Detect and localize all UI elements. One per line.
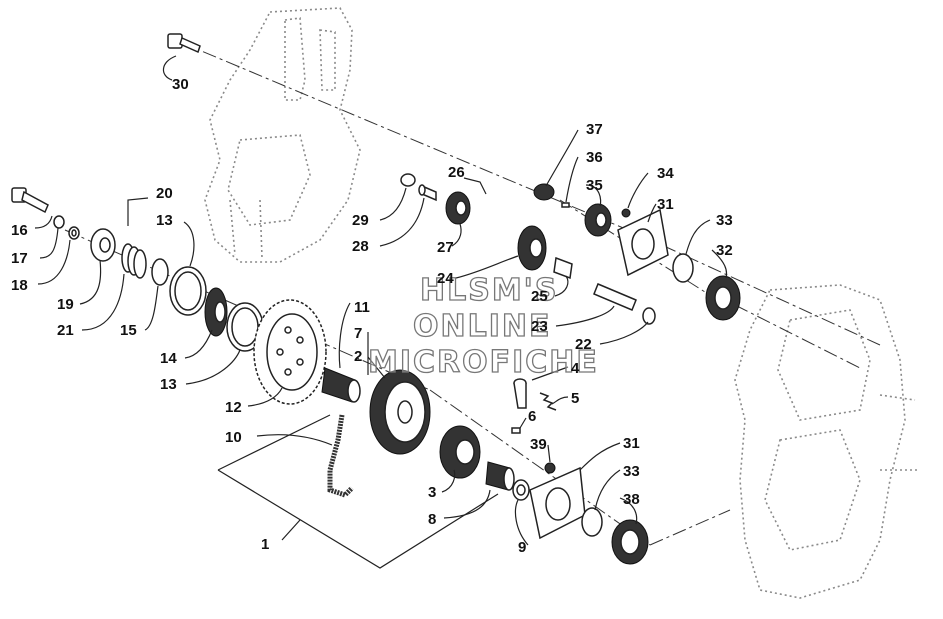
callout-1: 1 — [261, 536, 269, 553]
callout-15: 15 — [120, 322, 137, 339]
spacer-28 — [418, 184, 437, 202]
nut-39 — [544, 462, 556, 474]
callout-22: 22 — [575, 336, 592, 353]
callout-7: 7 — [354, 325, 362, 342]
watermark-line-1: HLSM'S — [420, 273, 558, 308]
callout-16: 16 — [11, 222, 28, 239]
lower-gearcase-housing — [734, 284, 918, 599]
spring-5 — [539, 392, 557, 411]
callout-20: 20 — [156, 185, 173, 202]
callout-27: 27 — [437, 239, 454, 256]
pin-6 — [511, 427, 521, 434]
callout-11: 11 — [354, 299, 370, 316]
collar-25 — [553, 256, 573, 280]
watermark: HLSM'S ONLINE MICROFICHE — [367, 272, 599, 380]
callout-35: 35 — [586, 177, 603, 194]
washer-9 — [512, 479, 530, 501]
gear-27 — [445, 191, 471, 225]
gear-3 — [439, 425, 481, 479]
cone-14 — [204, 287, 228, 337]
cap-37 — [533, 183, 555, 201]
callout-14: 14 — [160, 350, 177, 367]
flange-plate-31-lower — [529, 466, 586, 540]
pin-4 — [513, 378, 527, 409]
callout-21: 21 — [57, 322, 74, 339]
callout-33: 33 — [716, 212, 733, 229]
washer-17 — [53, 215, 65, 229]
pin-36 — [561, 202, 570, 208]
callout-19: 19 — [57, 296, 74, 313]
callout-39: 39 — [530, 436, 547, 453]
spring-21 — [121, 243, 147, 279]
callout-12: 12 — [225, 399, 242, 416]
callout-37: 37 — [586, 121, 603, 138]
bushing-29 — [400, 173, 416, 187]
callout-3: 3 — [428, 484, 436, 501]
callout-23: 23 — [531, 318, 548, 335]
callout-26: 26 — [448, 164, 465, 181]
sprocket-12 — [253, 299, 327, 405]
callout-36: 36 — [586, 149, 603, 166]
callout-8: 8 — [428, 511, 436, 528]
callout-4: 4 — [571, 360, 580, 377]
callout-2: 2 — [354, 348, 362, 365]
washer-18 — [68, 226, 80, 240]
seal-32 — [705, 275, 741, 321]
watermark-line-2: ONLINE — [413, 309, 552, 344]
bearing-8 — [485, 461, 515, 491]
flange-plate-31-upper — [617, 208, 669, 277]
shim-13-lower — [226, 302, 264, 352]
callout-31: 31 — [657, 196, 674, 213]
shim-13-upper — [169, 266, 207, 316]
bearing-11 — [321, 367, 361, 403]
gear-35 — [584, 203, 612, 237]
callout-6: 6 — [528, 408, 536, 425]
bolt-16 — [11, 187, 49, 214]
callout-38: 38 — [623, 491, 640, 508]
gear-2 — [369, 369, 431, 455]
callout-30: 30 — [172, 76, 189, 93]
callout-5: 5 — [571, 390, 579, 407]
o-ring-33-upper — [672, 253, 694, 283]
shaft-23 — [593, 283, 637, 311]
cap-19 — [90, 228, 116, 262]
callout-17: 17 — [11, 250, 28, 267]
callout-24: 24 — [437, 270, 454, 287]
callout-13: 13 — [160, 376, 177, 393]
bolt-30 — [167, 33, 201, 54]
callout-31: 31 — [623, 435, 640, 452]
callout-32: 32 — [716, 242, 733, 259]
watermark-line-3: MICROFICHE — [368, 345, 599, 380]
callout-25: 25 — [531, 288, 548, 305]
callout-13: 13 — [156, 212, 173, 229]
callout-33: 33 — [623, 463, 640, 480]
o-ring-22 — [642, 307, 656, 325]
gear-24 — [517, 225, 547, 271]
seal-38 — [611, 519, 649, 565]
callout-34: 34 — [657, 165, 674, 182]
callout-28: 28 — [352, 238, 369, 255]
chain-10 — [327, 414, 354, 498]
callout-18: 18 — [11, 277, 28, 294]
o-ring-33-lower — [581, 507, 603, 537]
callout-labels: 30 20 16 13 17 18 19 21 15 14 13 12 10 1… — [11, 76, 733, 556]
leader-lines — [34, 55, 728, 569]
callout-9: 9 — [518, 539, 526, 556]
callout-29: 29 — [352, 212, 369, 229]
upper-gearcase-cover — [204, 7, 361, 263]
callout-10: 10 — [225, 429, 242, 446]
snap-ring-15 — [151, 258, 169, 286]
nut-34 — [621, 208, 631, 218]
